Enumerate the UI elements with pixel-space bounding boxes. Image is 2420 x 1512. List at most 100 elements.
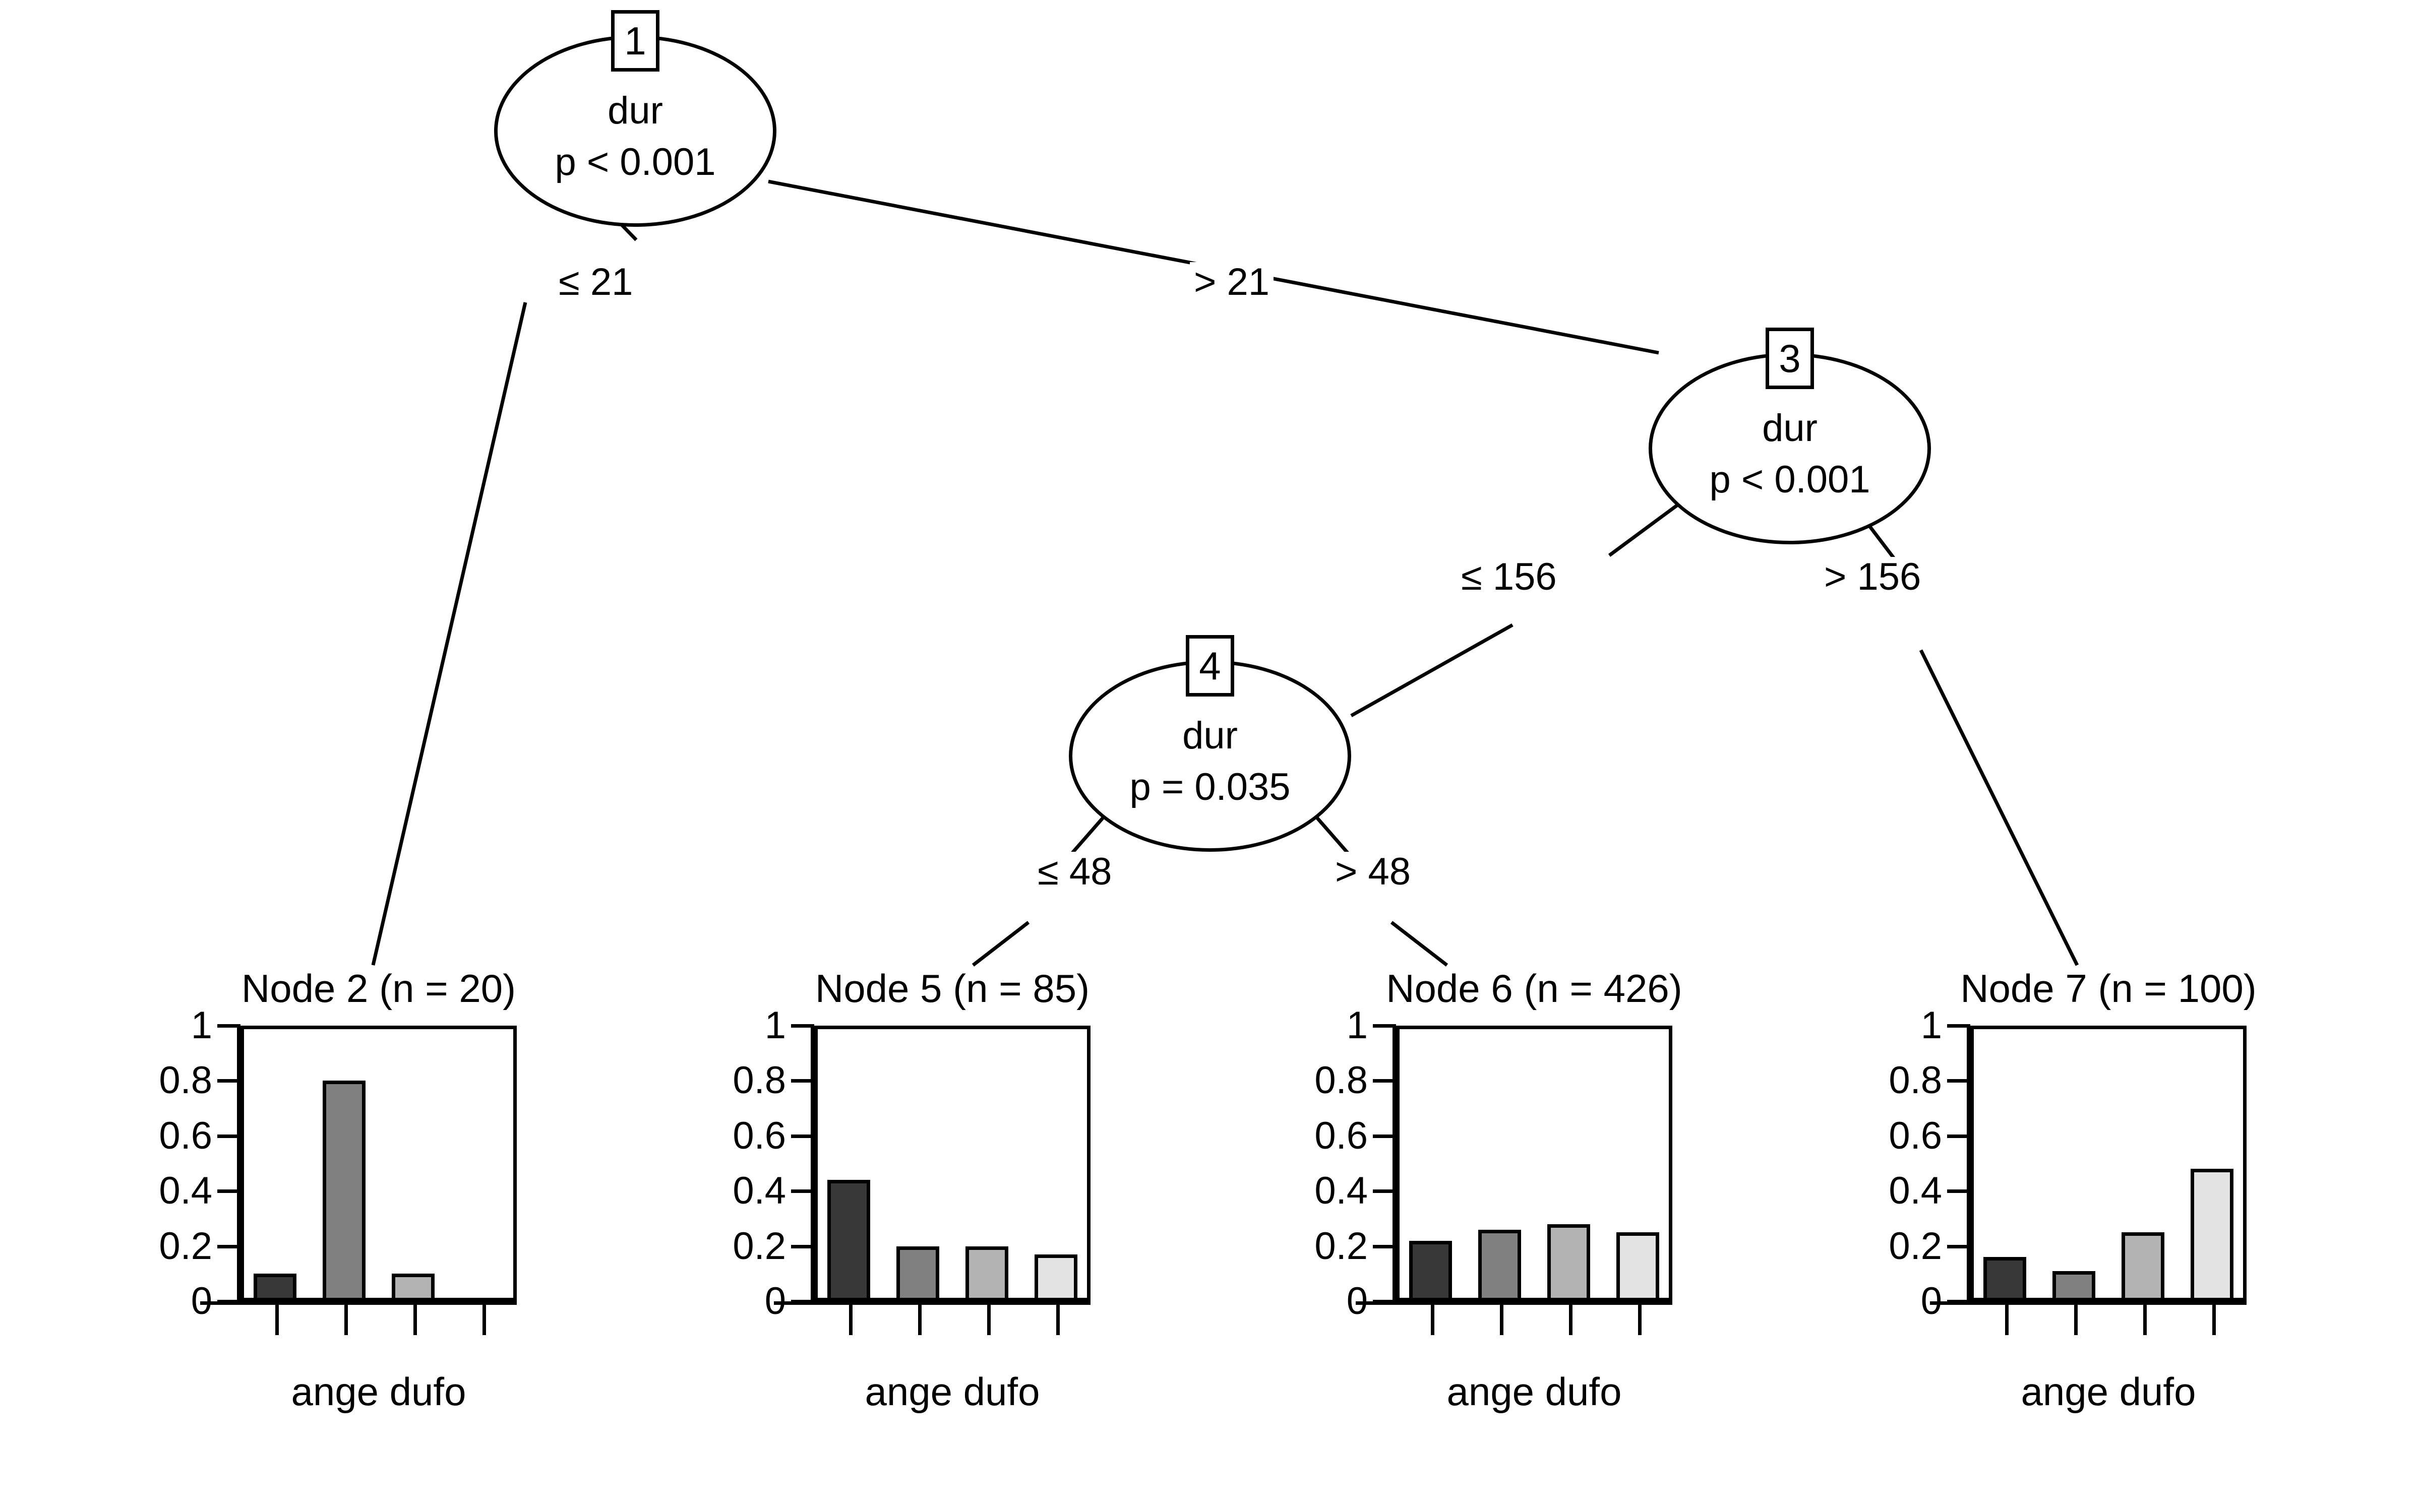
- y-axis-spine: [1393, 1026, 1396, 1301]
- y-axis-tick-label: 1: [191, 1004, 212, 1047]
- y-axis-tick: [1373, 1244, 1396, 1248]
- x-axis-tick: [2143, 1305, 2147, 1335]
- y-axis-tick: [1947, 1024, 1970, 1028]
- y-axis-tick: [1373, 1134, 1396, 1138]
- y-axis: 1 0.8 0.6 0.4 0.2 0: [49, 1006, 240, 1320]
- edge-label-1-right: > 21: [1190, 262, 1274, 302]
- y-axis-tick-label: 0.6: [159, 1114, 212, 1157]
- y-axis-tick-label: 0.4: [159, 1169, 212, 1213]
- node-id-box: 1: [611, 10, 659, 72]
- edge-label-3-left: ≤ 156: [1457, 557, 1561, 597]
- y-axis-tick: [1373, 1189, 1396, 1193]
- x-axis-tick: [2212, 1305, 2216, 1335]
- y-axis-tick-label: 0: [191, 1282, 212, 1320]
- x-axis-tick: [987, 1305, 991, 1335]
- y-axis-tick-label: 0.4: [1889, 1169, 1942, 1213]
- bar-class-2: [2052, 1271, 2095, 1301]
- x-axis-labels: ange dufo: [2021, 1369, 2196, 1414]
- x-axis-tick: [1056, 1305, 1060, 1335]
- bar-class-1: [254, 1274, 296, 1301]
- terminal-node-2[interactable]: Node 2 (n = 20) 1 0.8 0.6 0.4 0.2 0 ange dufo: [49, 969, 517, 1473]
- terminal-node-7[interactable]: Node 7 (n = 100)10.80.60.40.20ange dufo: [1779, 969, 2256, 1473]
- y-axis-tick: [1947, 1189, 1970, 1193]
- bar-class-3: [1547, 1224, 1590, 1301]
- y-axis: 10.80.60.40.20: [623, 1006, 814, 1320]
- bar-class-3: [392, 1274, 435, 1301]
- node-pvalue-label: p < 0.001: [555, 141, 716, 183]
- node-id-label: 3: [1779, 336, 1801, 381]
- y-axis-tick: [217, 1134, 240, 1138]
- y-axis-tick: [1373, 1024, 1396, 1028]
- x-axis-tick: [344, 1305, 348, 1335]
- y-axis-tick: [791, 1024, 814, 1028]
- node-variable-label: dur: [608, 89, 663, 132]
- y-axis-tick-label: 0: [765, 1282, 786, 1320]
- y-axis-tick-label: 0.2: [733, 1224, 786, 1268]
- y-axis-tick-label: 0.6: [733, 1114, 786, 1157]
- bar-class-2: [323, 1081, 366, 1301]
- bar-class-1: [1983, 1257, 2026, 1301]
- x-axis-tick: [2074, 1305, 2078, 1335]
- y-axis-tick: [1947, 1079, 1970, 1083]
- bar-class-4: [2191, 1169, 2233, 1301]
- inner-node-4[interactable]: 4 dur p = 0.035: [1069, 635, 1351, 852]
- node-variable-label: dur: [1762, 407, 1818, 450]
- y-axis-tick: [791, 1134, 814, 1138]
- x-axis-tick: [849, 1305, 853, 1335]
- bar-class-3: [2122, 1232, 2164, 1301]
- node-id-box: 4: [1186, 635, 1234, 697]
- y-axis-tick: [1947, 1134, 1970, 1138]
- bar-class-2: [1478, 1229, 1521, 1301]
- node-text: dur p < 0.001: [494, 92, 776, 181]
- node-id-label: 1: [624, 19, 646, 63]
- y-axis-tick-label: 0.8: [1314, 1059, 1368, 1102]
- node-id-box: 3: [1766, 328, 1814, 389]
- y-axis-spine: [237, 1026, 240, 1301]
- bar-class-1: [1409, 1240, 1452, 1301]
- y-axis-tick-label: 0.4: [733, 1169, 786, 1213]
- y-axis-tick-label: 0.8: [159, 1059, 212, 1102]
- bar-class-3: [965, 1246, 1008, 1301]
- terminal-node-title: Node 2 (n = 20): [241, 966, 516, 1011]
- y-axis-tick-label: 0.2: [159, 1224, 212, 1268]
- x-axis-tick: [1568, 1305, 1572, 1335]
- y-axis-tick-label: 0.2: [1314, 1224, 1368, 1268]
- bar-class-4: [1616, 1232, 1659, 1301]
- node-pvalue-label: p < 0.001: [1709, 458, 1870, 501]
- terminal-node-5[interactable]: Node 5 (n = 85)10.80.60.40.20ange dufo: [623, 969, 1091, 1473]
- y-axis-tick-label: 0.4: [1314, 1169, 1368, 1213]
- y-axis-tick-label: 1: [1920, 1004, 1942, 1047]
- y-axis-tick-label: 0: [1921, 1282, 1942, 1320]
- node-id-label: 4: [1199, 644, 1221, 688]
- edge-label-1-left: ≤ 21: [555, 262, 637, 302]
- y-axis: 10.80.60.40.20: [1204, 1006, 1396, 1320]
- node-pvalue-label: p = 0.035: [1129, 766, 1291, 808]
- y-axis-tick-label: 0.6: [1314, 1114, 1368, 1157]
- inner-node-3[interactable]: 3 dur p < 0.001: [1649, 328, 1931, 544]
- x-axis-labels: ange dufo: [291, 1369, 466, 1414]
- y-axis-tick-label: 0.6: [1889, 1114, 1942, 1157]
- x-axis-line: [1930, 1301, 2247, 1305]
- terminal-node-6[interactable]: Node 6 (n = 426)10.80.60.40.20ange dufo: [1204, 969, 1682, 1473]
- x-axis-tick: [413, 1305, 417, 1335]
- y-axis-tick: [217, 1189, 240, 1193]
- edge-label-4-right: > 48: [1331, 852, 1415, 892]
- node-text: dur p < 0.001: [1649, 409, 1931, 499]
- terminal-node-title: Node 7 (n = 100): [1960, 966, 2257, 1011]
- x-axis-line: [1356, 1301, 1672, 1305]
- y-axis-tick-label: 1: [764, 1004, 786, 1047]
- x-axis-tick: [1430, 1305, 1434, 1335]
- y-axis-tick: [791, 1189, 814, 1193]
- node-variable-label: dur: [1182, 714, 1238, 757]
- x-axis-line: [774, 1301, 1091, 1305]
- y-axis-tick-label: 0.8: [1889, 1059, 1942, 1102]
- terminal-node-title: Node 6 (n = 426): [1386, 966, 1682, 1011]
- x-axis-line: [200, 1301, 517, 1305]
- y-axis-spine: [1967, 1026, 1970, 1301]
- x-axis-labels: ange dufo: [865, 1369, 1040, 1414]
- x-axis-labels: ange dufo: [1446, 1369, 1622, 1414]
- bar-class-1: [827, 1180, 870, 1301]
- inner-node-1[interactable]: 1 dur p < 0.001: [494, 10, 776, 227]
- y-axis: 10.80.60.40.20: [1779, 1006, 1970, 1320]
- x-axis-tick: [275, 1305, 279, 1335]
